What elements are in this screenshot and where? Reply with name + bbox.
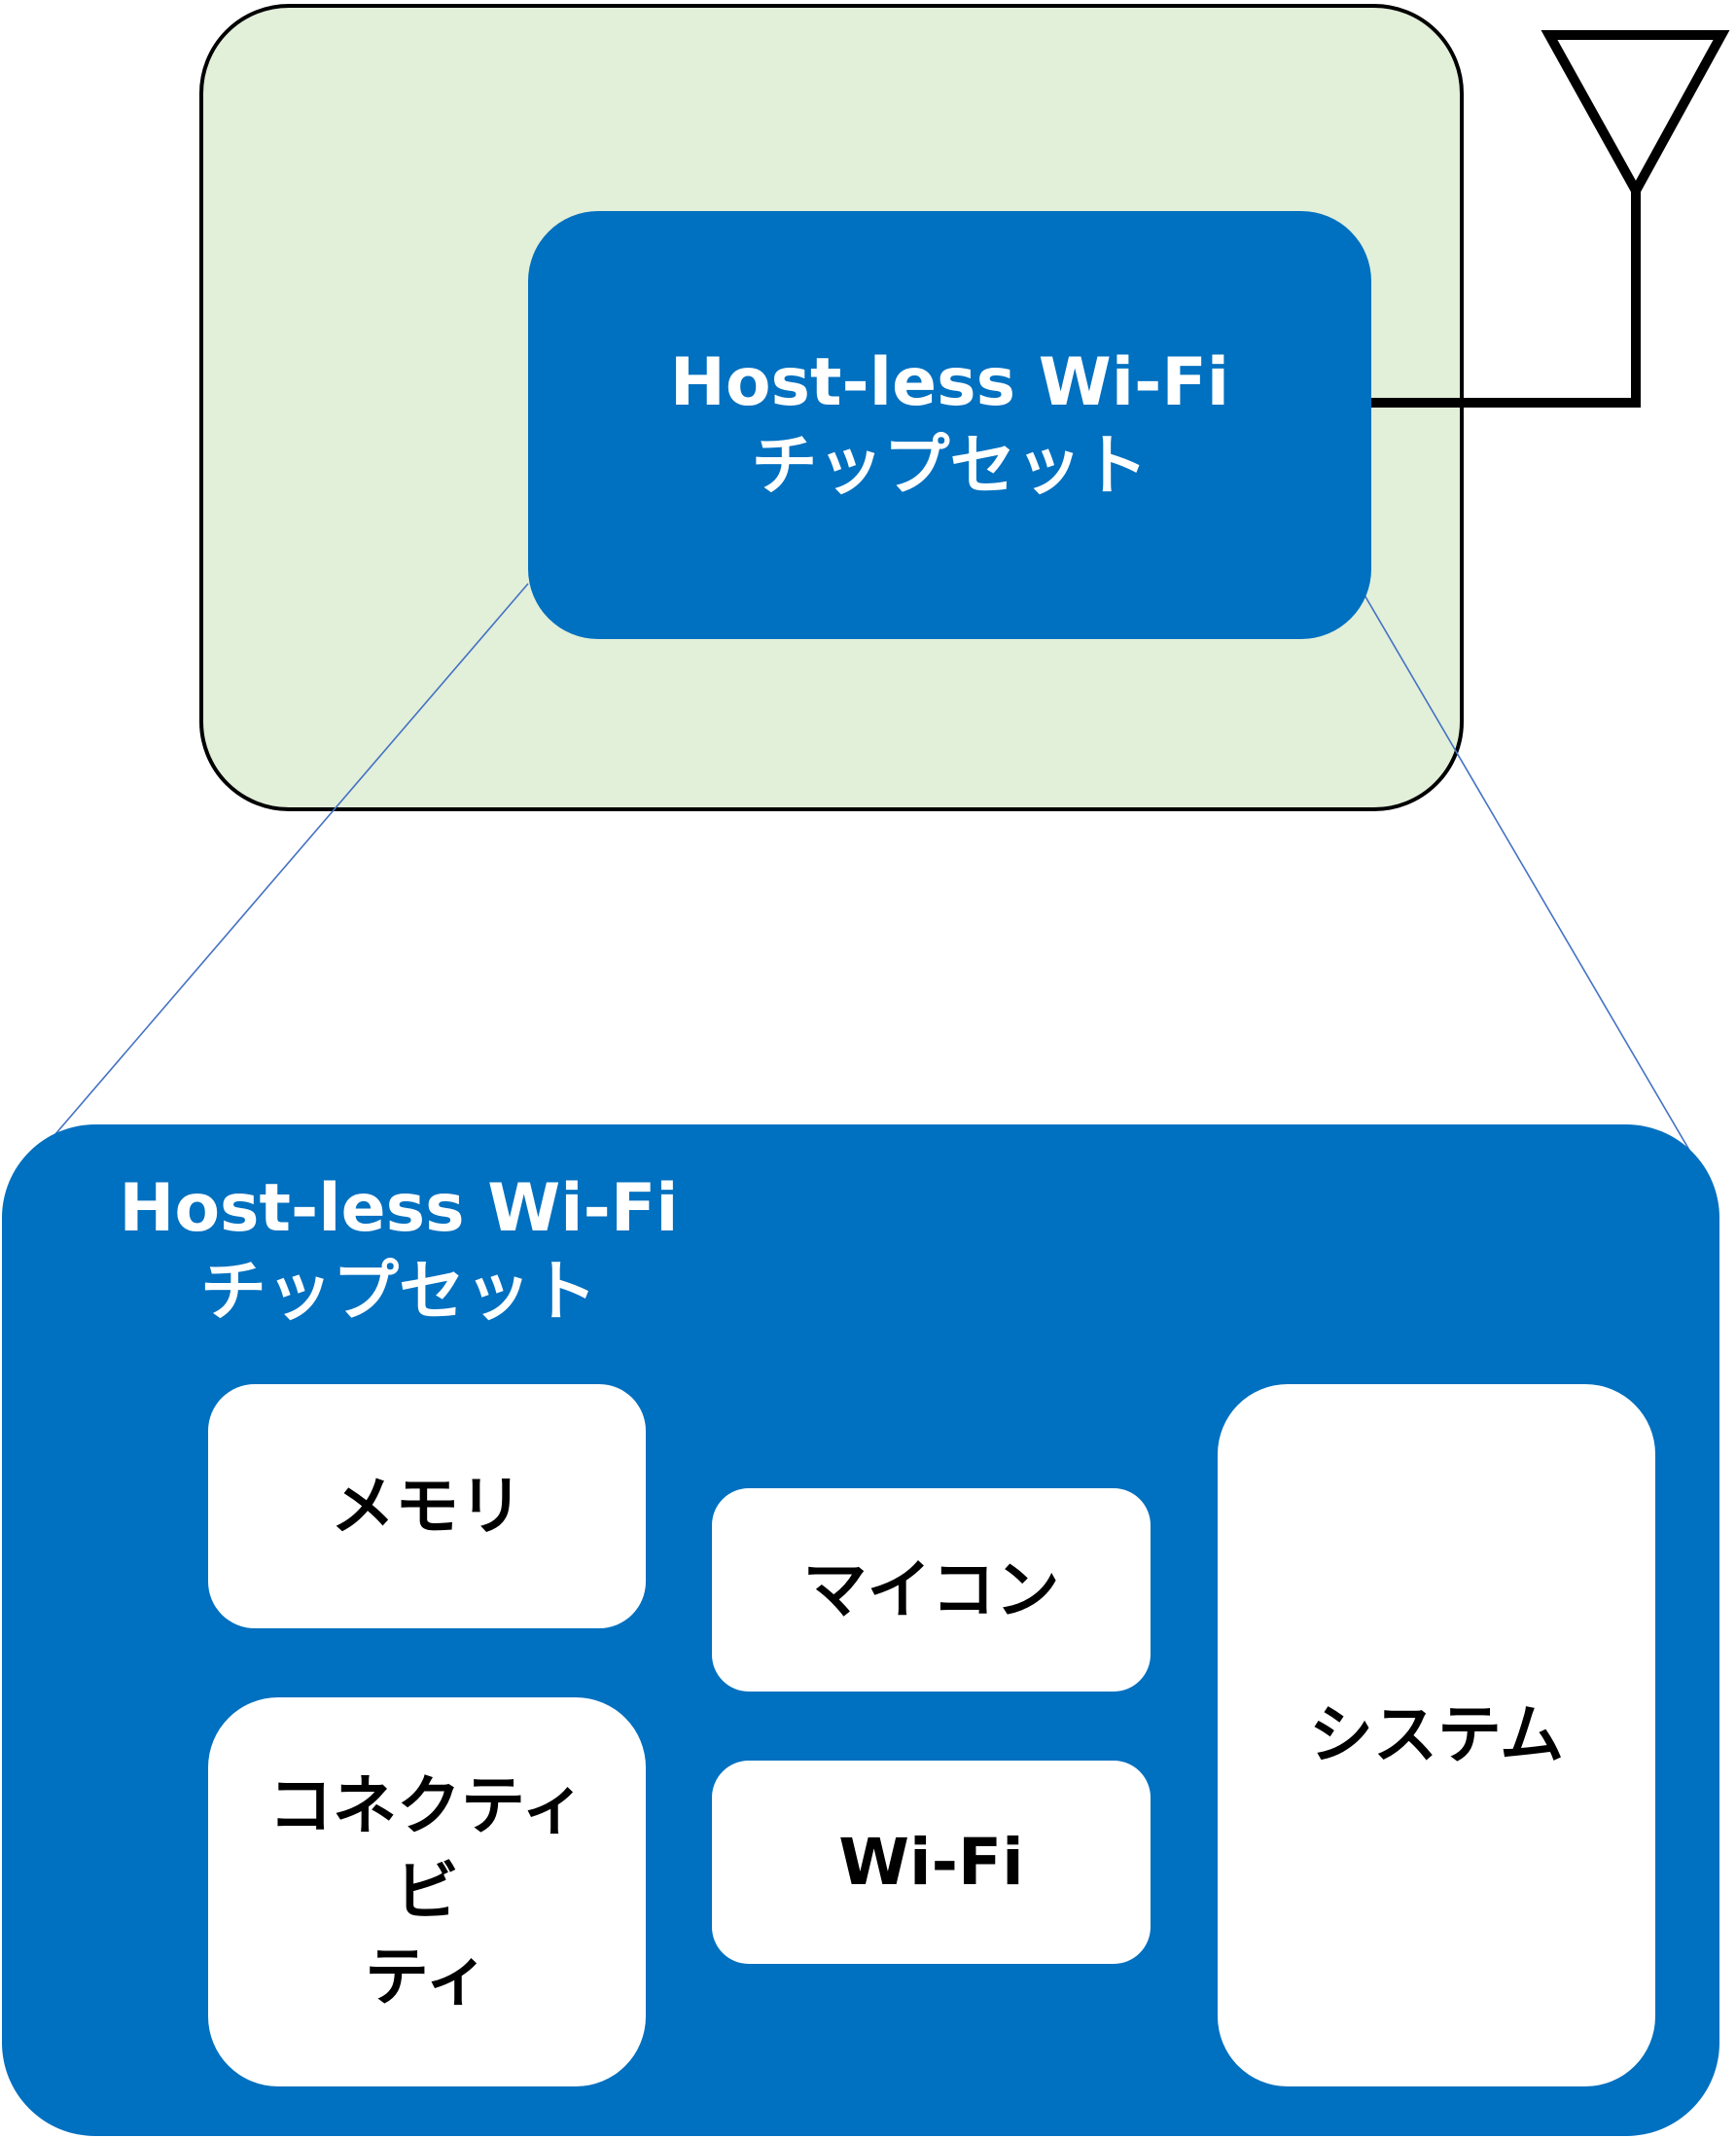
chipset-expanded-title-line1: Host-less Wi-Fi: [119, 1170, 679, 1247]
microcontroller-label: マイコン: [802, 1551, 1060, 1627]
connectivity-label-line2: ティ: [364, 1940, 490, 2014]
chipset-expanded-title: Host-less Wi-Fi チップセット: [107, 1167, 691, 1335]
system-block: システム: [1218, 1384, 1655, 2086]
chipset-expanded-title-line2: チップセット: [199, 1254, 597, 1331]
zoom-line-left: [13, 583, 529, 1184]
microcontroller-block: マイコン: [712, 1488, 1151, 1692]
system-label: システム: [1308, 1697, 1565, 1772]
memory-block: メモリ: [208, 1384, 646, 1628]
connectivity-label-line1: コネクティビ: [267, 1768, 586, 1929]
wifi-label: Wi-Fi: [838, 1824, 1024, 1900]
chipset-small-title-line1: Host-less Wi-Fi: [669, 344, 1230, 421]
zoom-line-right: [1363, 592, 1698, 1164]
memory-label: メモリ: [331, 1468, 523, 1544]
chipset-small: Host-less Wi-Fi チップセット: [528, 211, 1371, 639]
wifi-block: Wi-Fi: [712, 1761, 1151, 1964]
chipset-small-title-line2: チップセット: [751, 428, 1149, 505]
antenna-feed-line: [1371, 191, 1641, 408]
antenna-icon: [1541, 30, 1730, 201]
connectivity-block: コネクティビ ティ: [208, 1697, 646, 2086]
